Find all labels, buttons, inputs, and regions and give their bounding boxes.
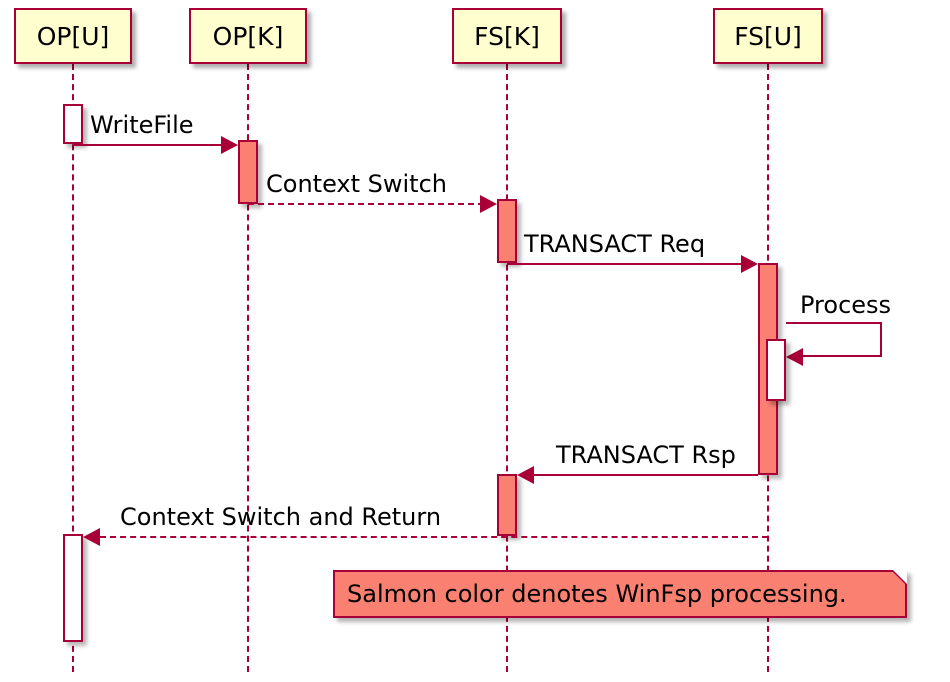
activation-fs-k-response <box>497 474 517 536</box>
message-label-writefile: WriteFile <box>90 111 194 139</box>
message-line-context-switch <box>248 203 484 205</box>
message-line-transact-req <box>507 263 745 265</box>
activation-fs-k-request <box>497 199 517 263</box>
activation-op-u-writefile <box>63 104 83 144</box>
participant-fs-u-label: FS[U] <box>734 21 802 51</box>
self-message-right-segment-process <box>880 322 882 357</box>
message-arrowhead-context-switch-return <box>83 528 100 546</box>
activation-op-u-return <box>63 534 83 642</box>
lifeline-fs-k <box>506 64 508 672</box>
participant-fs-u[interactable]: FS[U] <box>713 8 823 64</box>
participant-op-u[interactable]: OP[U] <box>14 8 132 64</box>
participant-op-k[interactable]: OP[K] <box>189 8 307 64</box>
participant-fs-k-label: FS[K] <box>474 21 540 51</box>
lifeline-op-k <box>247 64 249 672</box>
message-arrowhead-process <box>786 348 803 366</box>
self-message-top-segment-process <box>786 322 882 324</box>
participant-op-u-label: OP[U] <box>36 21 110 51</box>
note-salmon-legend-text: Salmon color denotes WinFsp processing. <box>347 580 847 608</box>
message-label-context-switch-return: Context Switch and Return <box>120 503 442 531</box>
participant-fs-k[interactable]: FS[K] <box>452 8 562 64</box>
message-arrowhead-transact-req <box>741 255 758 273</box>
note-fold-icon <box>893 570 907 584</box>
note-salmon-legend: Salmon color denotes WinFsp processing. <box>333 570 907 618</box>
message-label-process: Process <box>800 291 892 319</box>
activation-fs-u-process <box>766 339 786 401</box>
participant-op-k-label: OP[K] <box>212 21 284 51</box>
message-label-transact-req: TRANSACT Req <box>524 230 706 258</box>
message-line-writefile <box>73 144 225 146</box>
message-arrowhead-writefile <box>221 136 238 154</box>
self-message-bottom-segment-process <box>800 355 882 357</box>
message-line-context-switch-return <box>100 536 768 538</box>
activation-op-k-writefile <box>238 140 258 204</box>
message-line-transact-rsp <box>534 474 758 476</box>
message-arrowhead-context-switch <box>480 195 497 213</box>
message-arrowhead-transact-rsp <box>517 466 534 484</box>
message-label-context-switch: Context Switch <box>266 170 447 198</box>
lifeline-op-u <box>72 64 74 672</box>
message-label-transact-rsp: TRANSACT Rsp <box>556 441 736 469</box>
